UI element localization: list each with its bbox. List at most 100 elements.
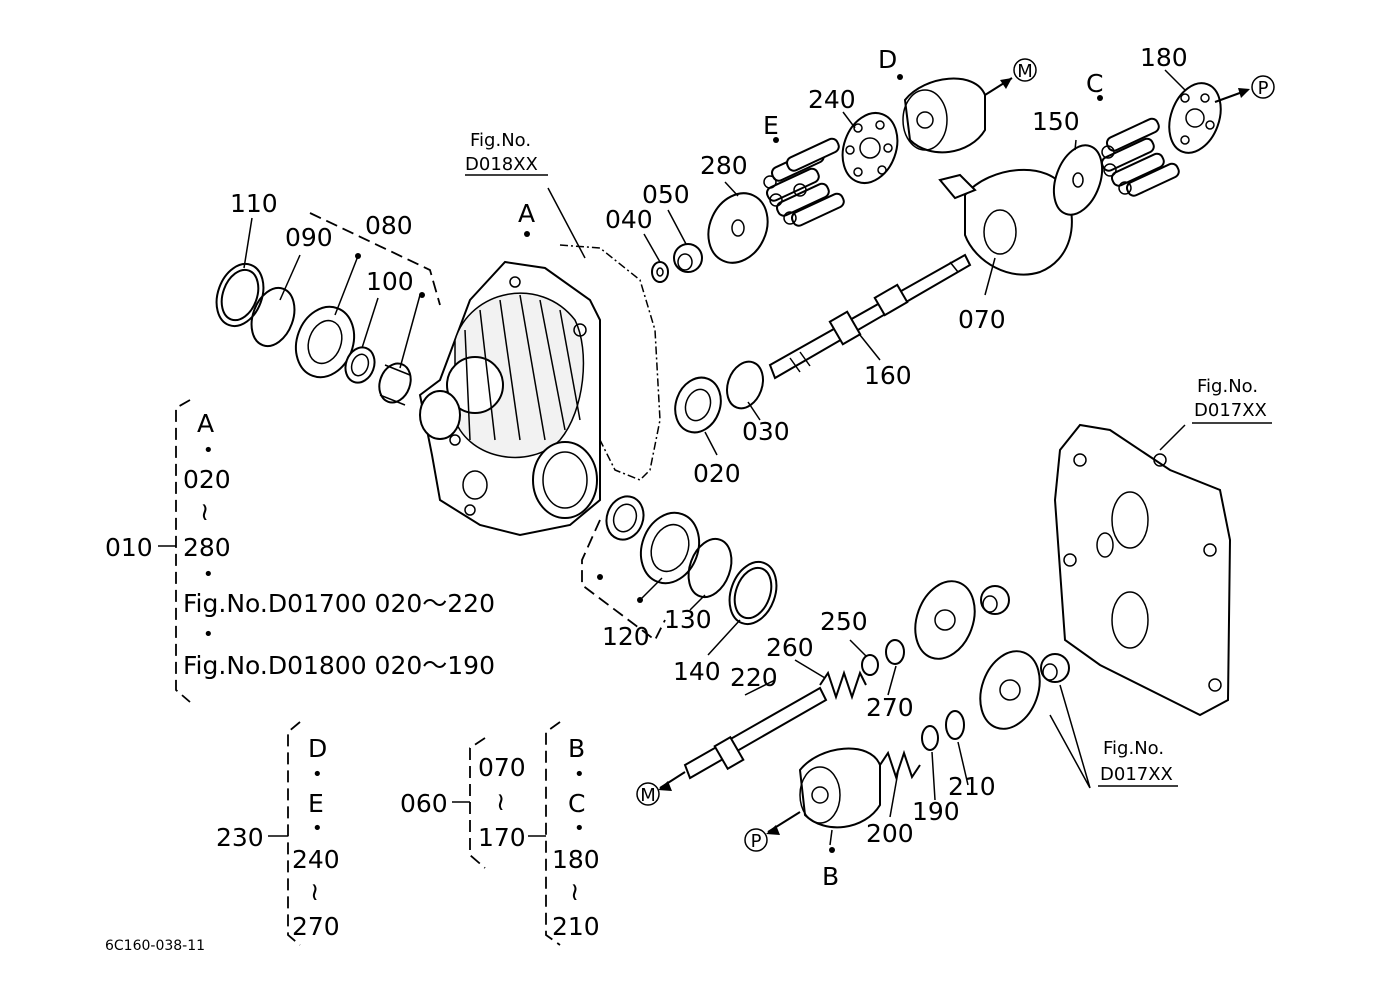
figref-d017a-num: D017XX <box>1194 400 1267 421</box>
o-ring-090 <box>250 286 296 348</box>
legend-010-line-2: 020 <box>183 465 231 494</box>
legend-060-line-1: ≀ <box>496 787 505 816</box>
legend-010-line-7: • <box>203 624 214 645</box>
legend-010: 010 A • 020 ≀ 280 • Fig.No.D01700 020～22… <box>105 399 495 703</box>
valve-plate-lower <box>979 650 1041 730</box>
legend-060: 060 070 ≀ 170 <box>400 737 546 869</box>
bushing-lower <box>1040 653 1070 683</box>
cylinder-block-d <box>902 77 986 154</box>
legend-060-line-2: 170 <box>478 823 526 852</box>
letter-e: E <box>763 111 779 140</box>
legend-010-line-8: Fig.No.D01800 020～190 <box>183 651 495 680</box>
callout-110: 110 <box>230 189 278 218</box>
legend-230-line-3: • <box>312 818 323 839</box>
legend-230-line-6: 270 <box>292 912 340 941</box>
callout-040: 040 <box>605 205 653 234</box>
legend-170-line-1: • <box>574 764 585 785</box>
callout-260: 260 <box>766 633 814 662</box>
valve-plate-180 <box>1168 82 1222 154</box>
callout-210: 210 <box>948 772 996 801</box>
callout-280: 280 <box>700 151 748 180</box>
legend-170-line-6: 210 <box>552 912 600 941</box>
callout-140: 140 <box>673 657 721 686</box>
callout-240: 240 <box>808 85 856 114</box>
washer-250 <box>861 654 879 676</box>
legend-010-line-1: • <box>203 440 214 461</box>
legend-010-line-3: ≀ <box>200 497 209 526</box>
circle-m-bottom-label: M <box>640 785 656 806</box>
arrow-to-p-bottom: P <box>744 811 801 852</box>
circle-p-top-label: P <box>1258 78 1269 99</box>
plate-280 <box>707 192 769 264</box>
snap-ring-140 <box>728 561 778 625</box>
legend-170-line-3: • <box>574 818 585 839</box>
legend-010-line-5: • <box>203 564 214 585</box>
o-ring-130 <box>687 537 733 599</box>
callout-labels: 110 090 080 100 040 050 280 240 150 180 … <box>230 43 1188 891</box>
housing-gasket <box>559 244 661 481</box>
callout-020: 020 <box>693 459 741 488</box>
arrow-to-m-top: M <box>984 58 1037 96</box>
seal-100 <box>344 346 376 384</box>
legend-060-code: 060 <box>400 789 448 818</box>
bushing-upper <box>980 585 1010 615</box>
washer-040 <box>651 261 669 283</box>
figref-d017b-fig: Fig.No. <box>1103 738 1164 759</box>
legend-060-line-0: 070 <box>478 753 526 782</box>
pump-housing-right <box>1053 423 1232 717</box>
callout-220: 220 <box>730 663 778 692</box>
spring-260 <box>819 669 867 701</box>
callout-150: 150 <box>1032 107 1080 136</box>
legend-230: 230 D • E • 240 ≀ 270 <box>216 721 340 946</box>
callout-120: 120 <box>602 622 650 651</box>
arrow-to-m-bottom: M <box>636 771 686 806</box>
gear-housing-a <box>418 260 601 537</box>
piston-set-c <box>1100 117 1180 197</box>
callout-270: 270 <box>866 693 914 722</box>
letter-d: D <box>878 45 897 74</box>
legend-170-line-2: C <box>568 789 585 818</box>
figref-d017b-num: D017XX <box>1100 764 1173 785</box>
legend-230-line-5: ≀ <box>310 877 319 906</box>
legend-010-code: 010 <box>105 533 153 562</box>
legend-170-line-4: 180 <box>552 845 600 874</box>
figure-references: Fig.No. D018XX Fig.No. D017XX Fig.No. D0… <box>465 130 1267 785</box>
figref-d018-num: D018XX <box>465 154 538 175</box>
snap-ring-030 <box>726 360 764 410</box>
legend-230-code: 230 <box>216 823 264 852</box>
callout-080: 080 <box>365 211 413 240</box>
legend-010-line-6: Fig.No.D01700 020～220 <box>183 589 495 618</box>
needle-bearing-left <box>378 362 412 406</box>
swash-plate-070 <box>938 169 1073 276</box>
legend-230-line-0: D <box>308 734 327 763</box>
leader-lines <box>243 69 1186 846</box>
plate-150 <box>1052 144 1104 216</box>
letter-b: B <box>822 862 839 891</box>
legend-230-line-1: • <box>312 764 323 785</box>
bushing-050 <box>673 243 703 273</box>
valve-plate-upper <box>914 580 976 660</box>
callout-250: 250 <box>820 607 868 636</box>
callout-190: 190 <box>912 797 960 826</box>
callout-200: 200 <box>866 819 914 848</box>
callout-100: 100 <box>366 267 414 296</box>
callout-070: 070 <box>958 305 1006 334</box>
shaft-220 <box>683 686 828 780</box>
circle-p-bottom-label: P <box>751 831 762 852</box>
spring-200 <box>879 749 921 781</box>
legend-230-line-4: 240 <box>292 845 340 874</box>
snap-ring-210 <box>945 710 965 740</box>
letter-marker-dots <box>355 74 1103 853</box>
legend-170-line-0: B <box>568 734 585 763</box>
legend-170-line-5: ≀ <box>570 877 579 906</box>
circle-m-top-label: M <box>1017 61 1033 82</box>
bearing-020 <box>674 376 722 434</box>
valve-plate-240 <box>841 112 899 184</box>
letter-a: A <box>518 199 535 228</box>
letter-c: C <box>1086 69 1103 98</box>
figref-d017a-fig: Fig.No. <box>1197 376 1258 397</box>
cylinder-block-b <box>798 747 881 829</box>
snap-ring-270 <box>885 639 905 665</box>
drawing-number: 6C160-038-11 <box>105 938 205 954</box>
